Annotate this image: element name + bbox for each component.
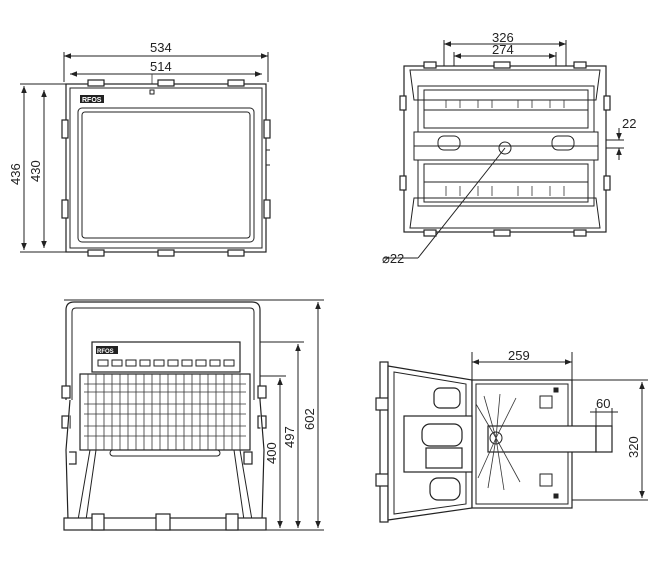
front-view: 534 514 436 430 RFOS: [8, 40, 271, 257]
top-view: 326 274: [382, 30, 636, 266]
front-lens-window: [77, 107, 255, 243]
dim-top-hole-diameter: ⌀22: [382, 251, 404, 266]
top-frame: [403, 65, 607, 233]
dim-top-offset: 22: [622, 116, 636, 131]
bracket-view: 259 320 60: [375, 348, 648, 523]
side-view: 602 497 400 RFOS: [61, 299, 324, 531]
side-logo-text: RFOS: [97, 349, 114, 355]
dim-side-height-body: 400: [264, 442, 279, 464]
top-slot-right: [551, 135, 575, 151]
bracket-front-edge: [379, 361, 389, 523]
dim-front-width-outer: 534: [150, 40, 172, 55]
top-slot-left: [437, 135, 461, 151]
front-logo-plate: [80, 95, 104, 103]
front-housing: [65, 83, 267, 253]
side-logo-plate: [96, 346, 118, 354]
dim-front-height-outer: 436: [8, 163, 23, 185]
dim-top-span-inner: 274: [492, 42, 514, 57]
dim-front-width-inner: 514: [150, 59, 172, 74]
dim-bracket-depth: 259: [508, 348, 530, 363]
dim-side-height-total: 602: [302, 408, 317, 430]
top-center-hole: [498, 141, 512, 155]
front-logo-text: RFOS: [82, 97, 102, 104]
side-heatsink: [79, 373, 251, 451]
dim-front-height-inner: 430: [28, 160, 43, 182]
dim-top-span-outer: 326: [492, 30, 514, 45]
dim-bracket-arm-width: 60: [596, 396, 610, 411]
bracket-arm: [487, 425, 597, 453]
dim-bracket-height: 320: [626, 436, 641, 458]
dim-side-height-mid: 497: [282, 426, 297, 448]
